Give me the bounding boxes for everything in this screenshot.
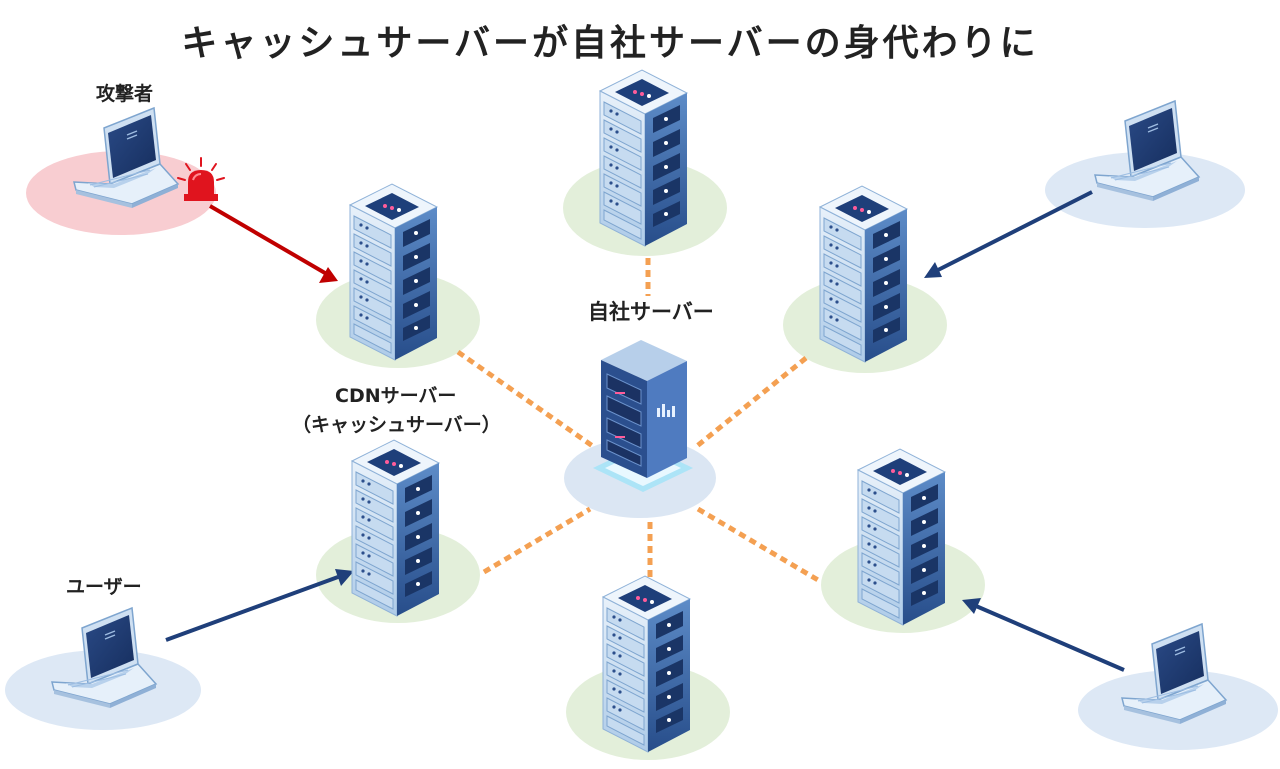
dotted-link xyxy=(696,506,820,583)
cache-server-label: （キャッシュサーバー） xyxy=(292,414,501,436)
dotted-links xyxy=(456,258,820,583)
server-rack-icon xyxy=(351,439,440,617)
origin-server-icon xyxy=(592,339,694,493)
dotted-link xyxy=(456,349,596,450)
dotted-link xyxy=(695,356,808,448)
user-label: ユーザー xyxy=(66,576,142,598)
alarm-siren-icon xyxy=(177,157,225,201)
server-rack-icon xyxy=(602,575,691,753)
dotted-link xyxy=(482,506,592,575)
origin-server-label: 自社サーバー xyxy=(588,300,714,324)
cdn-server-label: CDNサーバー xyxy=(335,385,457,407)
server-rack-icon xyxy=(349,183,438,361)
server-rack-icon xyxy=(599,69,688,247)
diagram-title: キャッシュサーバーが自社サーバーの身代わりに xyxy=(181,23,1039,64)
server-rack-icon xyxy=(819,185,908,363)
attack-arrow xyxy=(208,204,338,283)
request-arrow xyxy=(924,190,1093,278)
request-arrow xyxy=(962,598,1125,672)
server-rack-icon xyxy=(857,448,946,626)
request-arrow xyxy=(165,569,354,642)
laptop-icon xyxy=(1094,100,1200,202)
attacker-label: 攻撃者 xyxy=(96,83,154,105)
